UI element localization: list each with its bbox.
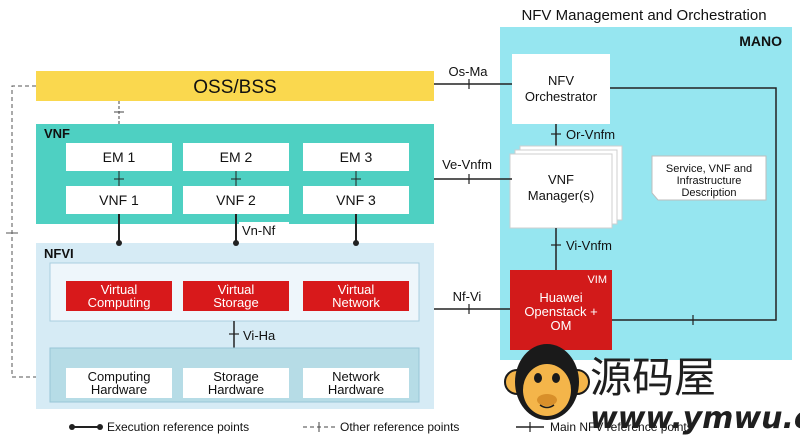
nf-vi-label: Nf-Vi [453, 289, 482, 304]
virtual-network-line-1: Virtual [338, 282, 375, 297]
em-1-label: EM 1 [103, 149, 136, 165]
orchestrator-line-1: NFV [548, 73, 574, 88]
description-line-3: Description [681, 187, 736, 199]
virtual-computing-line-2: Computing [88, 295, 151, 310]
legend-other-label: Other reference points [340, 420, 459, 434]
or-vnfm-label: Or-Vnfm [566, 127, 615, 142]
vnf-1-label: VNF 1 [99, 192, 139, 208]
ve-vnfm-label: Ve-Vnfm [442, 157, 492, 172]
watermark-monkey-logo [504, 344, 590, 420]
computing-hardware-line-1: Computing [88, 369, 151, 384]
legend-execution-dot-left [69, 424, 75, 430]
vim-box [510, 270, 612, 350]
vi-ha-label: Vi-Ha [243, 328, 276, 343]
computing-hardware-box [66, 368, 172, 398]
mano-heading: NFV Management and Orchestration [521, 7, 766, 24]
em-2-box [183, 143, 289, 171]
virtual-storage-line-1: Virtual [218, 282, 255, 297]
vnf-manager-line-1: VNF [548, 172, 574, 187]
vim-line-3: OM [551, 318, 572, 333]
virtual-computing-line-1: Virtual [101, 282, 138, 297]
vnf-2-box [183, 186, 289, 214]
vim-line-1: Huawei [539, 290, 582, 305]
vnf-3-box [303, 186, 409, 214]
description-line-2: Infrastructure [677, 175, 742, 187]
watermark-url: www.ymwu.com [590, 401, 800, 436]
mano-label: MANO [739, 33, 782, 49]
em-1-box [66, 143, 172, 171]
em-3-box [303, 143, 409, 171]
vnf-manager-box [509, 153, 613, 229]
vnf-1-box [66, 186, 172, 214]
watermark-chinese-text: 源码屋 [590, 353, 716, 402]
vnf-manager-line-2: Manager(s) [528, 188, 594, 203]
vnf-2-label: VNF 2 [216, 192, 256, 208]
virtual-computing-box [66, 281, 172, 311]
vn-nf-label-bg [239, 222, 289, 239]
vnf1-nfvi-dot [116, 240, 122, 246]
vnf-3-label: VNF 3 [336, 192, 376, 208]
vnf3-nfvi-dot [353, 240, 359, 246]
nfvi-label: NFVI [44, 246, 74, 261]
em-2-label: EM 2 [220, 149, 253, 165]
storage-hardware-box [183, 368, 289, 398]
os-ma-label: Os-Ma [449, 64, 489, 79]
vi-vnfm-label: Vi-Vnfm [566, 238, 612, 253]
storage-hardware-line-1: Storage [213, 369, 259, 384]
vnf-layer-label: VNF [44, 126, 70, 141]
vn-nf-label: Vn-Nf [242, 223, 276, 238]
nfv-orchestrator-box [512, 54, 610, 124]
vim-label: VIM [587, 274, 607, 286]
description-line-1: Service, VNF and [666, 163, 752, 175]
network-hardware-line-1: Network [332, 369, 380, 384]
vnf2-nfvi-dot [233, 240, 239, 246]
network-hardware-box [303, 368, 409, 398]
virtual-storage-line-2: Storage [213, 295, 259, 310]
description-document [651, 155, 767, 201]
em-3-label: EM 3 [340, 149, 373, 165]
legend-execution-dot-right [97, 424, 103, 430]
network-hardware-line-2: Hardware [328, 382, 384, 397]
virtual-network-box [303, 281, 409, 311]
vim-line-2: Openstack + [524, 304, 597, 319]
orchestrator-line-2: Orchestrator [525, 89, 598, 104]
virtual-network-line-2: Network [332, 295, 380, 310]
legend-execution-label: Execution reference points [107, 420, 249, 434]
virtual-storage-box [183, 281, 289, 311]
storage-hardware-line-2: Hardware [208, 382, 264, 397]
legend-main-label: Main NFV reference points [550, 420, 693, 434]
oss-hardware-dashed-link [11, 85, 50, 378]
computing-hardware-line-2: Hardware [91, 382, 147, 397]
oss-bss-bar [36, 71, 434, 101]
oss-bss-label: OSS/BSS [193, 77, 276, 98]
